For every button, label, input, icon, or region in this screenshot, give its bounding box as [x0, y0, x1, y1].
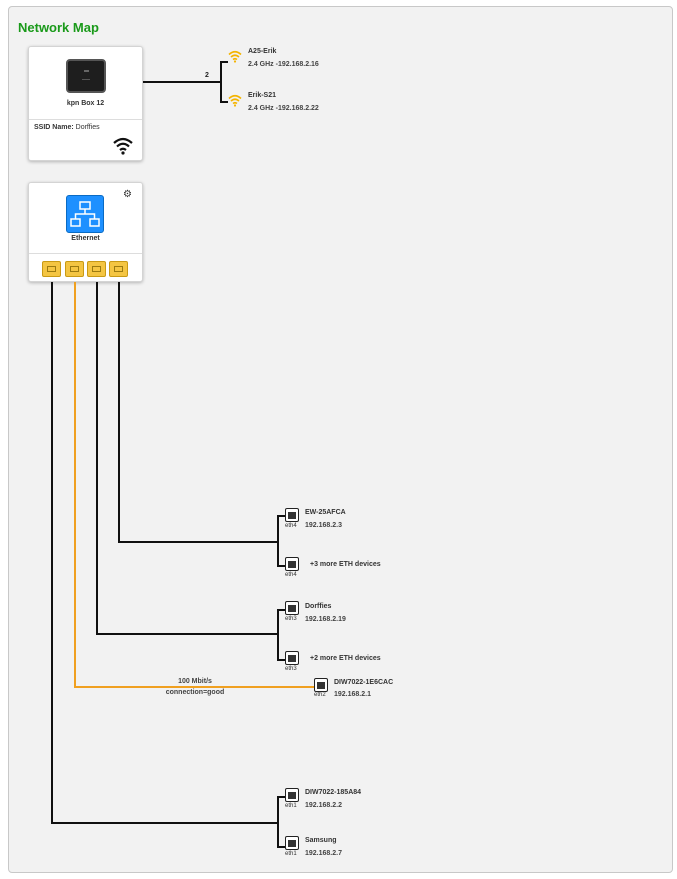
wireless-count: 2: [205, 72, 209, 79]
router-card[interactable]: kpn Box 12 SSID Name: Dorffies: [28, 46, 143, 161]
ethernet-port-icon[interactable]: [87, 261, 106, 277]
ethernet-device-name[interactable]: DIW7022-1E6CAC: [334, 679, 394, 686]
ethernet-device-name[interactable]: EW-25AFCA: [305, 509, 346, 516]
device-port-label: eth4: [285, 572, 297, 578]
router-name: kpn Box 12: [66, 100, 105, 107]
wifi-device-info: 2.4 GHz -192.168.2.22: [248, 105, 319, 112]
device-port-label: eth4: [285, 523, 297, 529]
ethernet-device-icon[interactable]: [314, 678, 328, 692]
ethernet-card[interactable]: ⚙ Ethernet: [28, 182, 143, 282]
wifi-icon: [113, 137, 133, 155]
ethernet-device-name[interactable]: DIW7022-185A84: [305, 789, 362, 796]
ethernet-device-name[interactable]: Samsung: [305, 837, 337, 844]
page-title: Network Map: [18, 20, 99, 35]
ethernet-device-ip: 192.168.2.19: [305, 616, 346, 623]
ethernet-device-icon[interactable]: [285, 557, 299, 571]
gear-icon[interactable]: ⚙: [123, 189, 132, 200]
ethernet-name: Ethernet: [71, 235, 100, 242]
wifi-device-icon[interactable]: [228, 50, 242, 63]
router-icon: [66, 59, 106, 93]
ethernet-port-icon[interactable]: [42, 261, 61, 277]
ssid-value: Dorffies: [75, 124, 100, 131]
wifi-device-info: 2.4 GHz -192.168.2.16: [248, 61, 319, 68]
device-port-label: eth2: [314, 692, 326, 698]
device-port-label: eth3: [285, 616, 297, 622]
ethernet-device-icon[interactable]: [285, 651, 299, 665]
wifi-device-name[interactable]: A25-Erik: [248, 48, 277, 55]
ethernet-device-icon[interactable]: [285, 601, 299, 615]
ethernet-icon: [66, 195, 104, 233]
ethernet-device-icon[interactable]: [285, 836, 299, 850]
wifi-device-name[interactable]: Erik-S21: [248, 92, 277, 99]
connection-quality: connection=good: [165, 689, 225, 696]
ethernet-device-ip: 192.168.2.2: [305, 802, 342, 809]
more-devices-link[interactable]: +2 more ETH devices: [310, 655, 381, 662]
wifi-device-icon[interactable]: [228, 94, 242, 107]
connection-speed: 100 Mbit/s: [178, 678, 212, 685]
ethernet-port-icon[interactable]: [65, 261, 84, 277]
ethernet-device-ip: 192.168.2.7: [305, 850, 342, 857]
ethernet-device-icon[interactable]: [285, 788, 299, 802]
device-port-label: eth3: [285, 666, 297, 672]
ssid-info: SSID Name: Dorffies: [34, 124, 100, 131]
ethernet-port-icon[interactable]: [109, 261, 128, 277]
ssid-label: SSID Name:: [34, 124, 74, 131]
ethernet-device-name[interactable]: Dorffies: [305, 603, 332, 610]
ethernet-device-ip: 192.168.2.3: [305, 522, 342, 529]
ethernet-device-ip: 192.168.2.1: [334, 691, 371, 698]
more-devices-link[interactable]: +3 more ETH devices: [310, 561, 381, 568]
device-port-label: eth1: [285, 803, 297, 809]
ethernet-device-icon[interactable]: [285, 508, 299, 522]
device-port-label: eth1: [285, 851, 297, 857]
